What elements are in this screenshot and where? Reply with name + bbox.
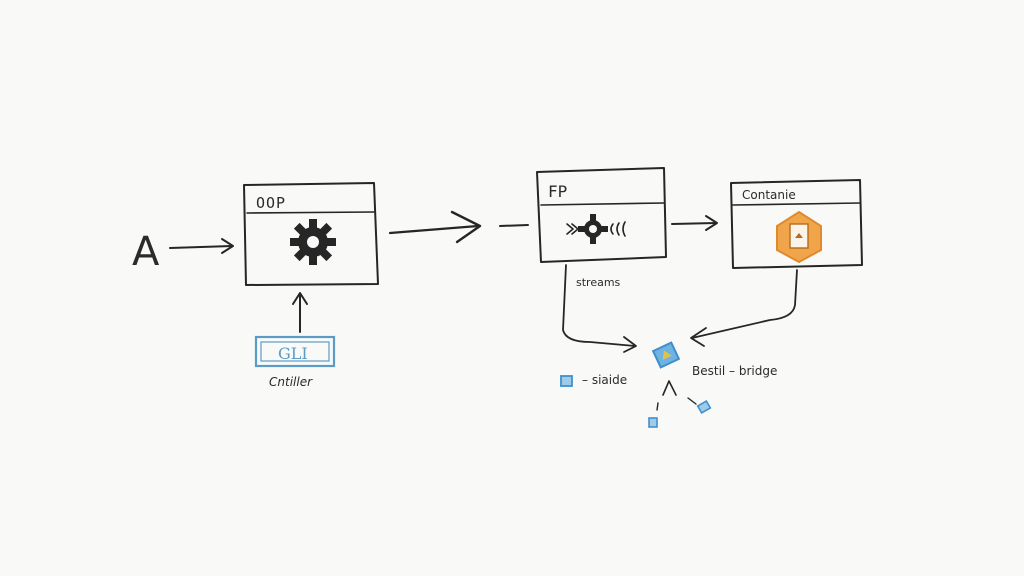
a-label: A: [132, 229, 160, 275]
arrow-gui-to-oop: [292, 292, 308, 333]
dashed-marks: [656, 397, 697, 411]
caret-mark: [662, 380, 677, 396]
container-box: Contanie: [730, 179, 863, 269]
side-piece-icon: [560, 375, 573, 387]
fp-box: FP: [536, 167, 667, 263]
side-label: – siaide: [582, 373, 627, 387]
streams-label: streams: [576, 276, 621, 289]
fp-title: FP: [548, 182, 567, 201]
arrow-fp-to-container: [671, 215, 718, 231]
container-title: Contanie: [742, 188, 796, 202]
bridge-label: Bestil – bridge: [692, 364, 777, 378]
oop-title: OOP: [256, 194, 286, 212]
small-piece-icon: [648, 417, 658, 428]
gear-icon: [290, 219, 336, 265]
arrow-oop-to-fp: [388, 210, 529, 244]
gear-stream-icon: [566, 214, 626, 244]
arrow-container-to-bridge: [690, 269, 798, 347]
oop-box: OOP: [243, 182, 379, 286]
arrow-fp-to-bridge: [562, 264, 637, 353]
arrow-a-to-oop: [169, 238, 234, 254]
controller-label: Cntiller: [269, 375, 313, 389]
gui-box: GLI: [254, 335, 336, 368]
small-piece-icon: [696, 399, 712, 415]
package-icon: [776, 210, 822, 264]
bridge-piece-icon: [651, 341, 681, 369]
gui-label: GLI: [278, 344, 308, 363]
